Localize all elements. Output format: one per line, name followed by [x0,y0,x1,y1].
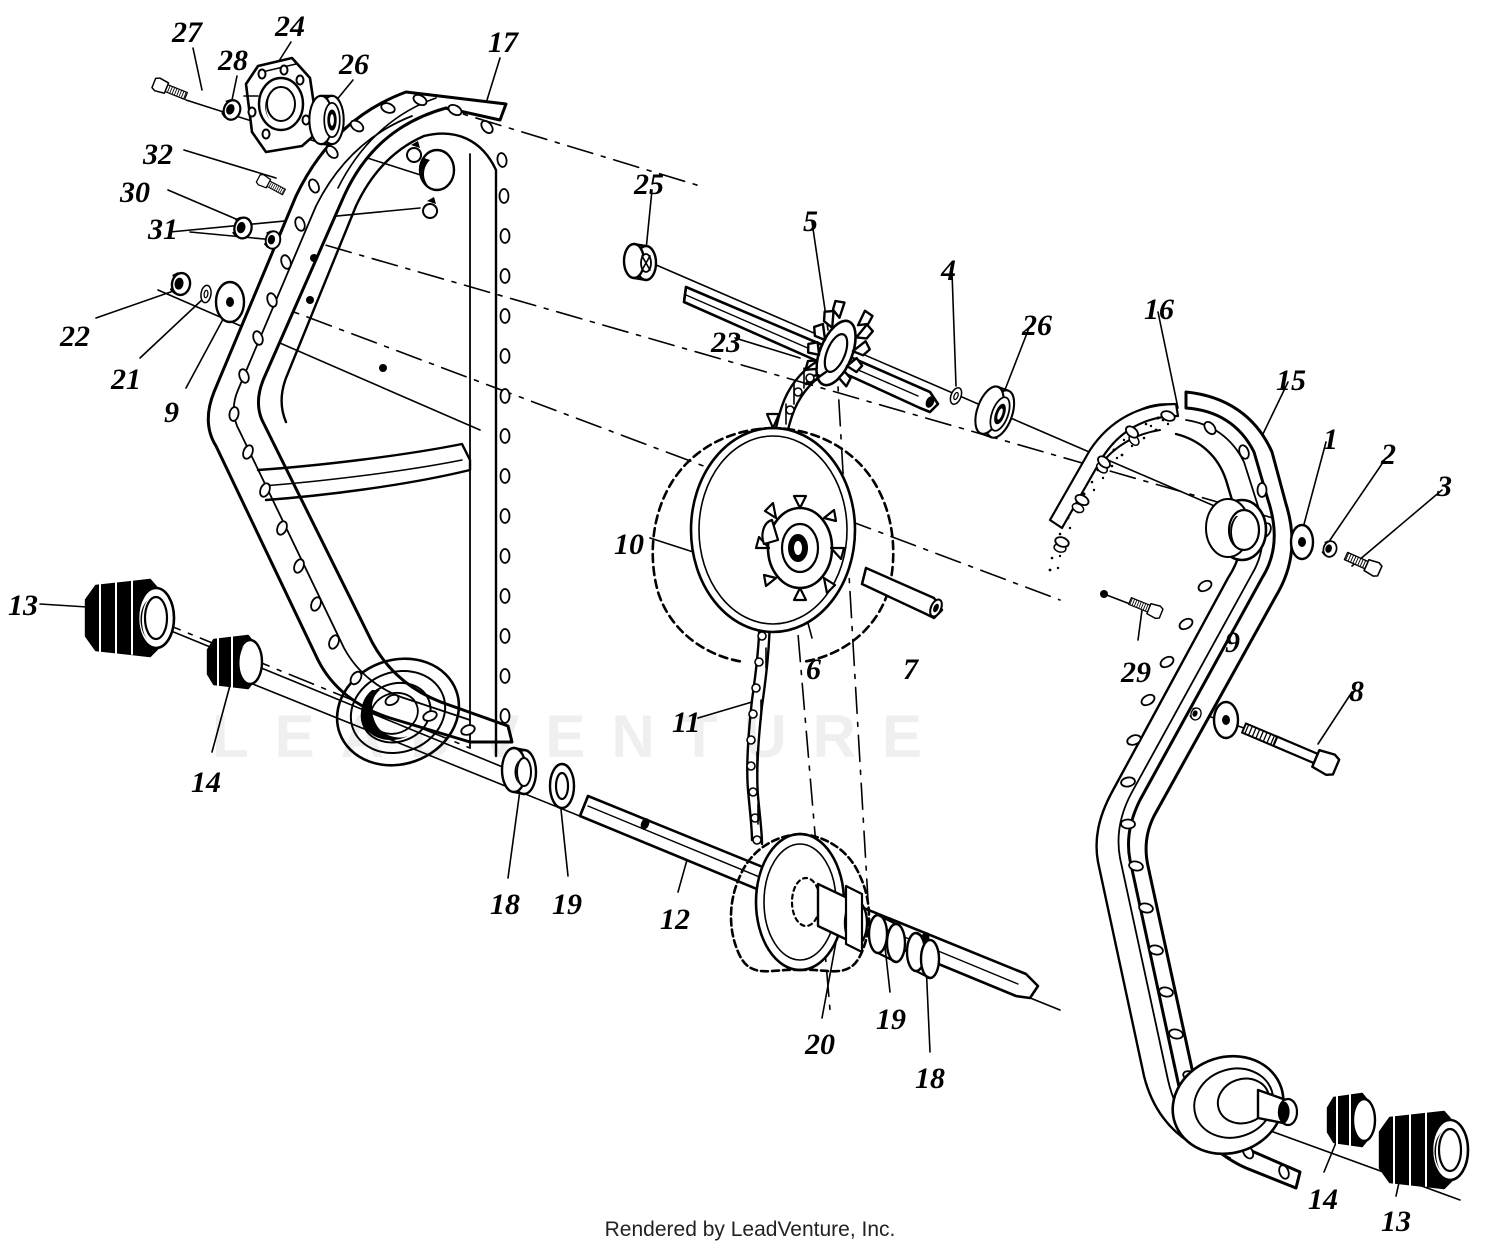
right-hub-upper [1205,498,1268,562]
callout-number-6: 6 [806,653,821,686]
callout-number-24: 24 [275,10,305,43]
callout-number-11: 11 [672,706,701,739]
washer-19-left [548,762,576,810]
washer-4 [947,385,965,407]
callout-number-32: 32 [143,138,173,171]
callout-number-20: 20 [805,1028,835,1061]
callout-number-27: 27 [172,16,202,49]
right-hardware-1-2-3 [1289,523,1384,579]
callout-number-21: 21 [111,363,141,396]
callout-number-28: 28 [218,44,248,77]
sprocket-23 [804,299,875,388]
callout-number-9: 9 [164,396,179,429]
flange-housing-24 [243,56,320,154]
footer-credit: Rendered by LeadVenture, Inc. [604,1218,896,1241]
left-bushing-14 [206,634,264,690]
lower-shaft-assembly [500,746,1040,1000]
callout-number-12: 12 [660,903,690,936]
callout-number-2: 2 [1381,438,1396,471]
callout-number-30: 30 [120,176,150,209]
callout-number-31: 31 [148,213,178,246]
right-hubcap-13 [1378,1110,1470,1190]
callout-number-19: 19 [552,888,582,921]
callout-number-29: 29 [1121,656,1151,689]
nut-28 [219,96,245,124]
top-left-hardware [150,56,345,154]
callout-number-13: 13 [1381,1205,1411,1238]
callout-number-26: 26 [1022,309,1052,342]
left-plate-face-holes [306,141,456,372]
callout-number-19: 19 [876,1003,906,1036]
left-hub-boss [335,657,461,767]
bolt-3 [1342,548,1384,579]
right-hub-lower [1171,1054,1299,1156]
callout-number-25: 25 [634,168,664,201]
small-sprocket-6 [754,494,846,602]
callout-number-13: 13 [8,589,38,622]
right-hardware-9-8 [1188,700,1341,777]
nut-22 [169,270,193,298]
callout-number-17: 17 [488,26,518,59]
washer-21 [199,283,213,305]
callout-number-10: 10 [614,528,644,561]
right-plate-rivet-holes [1054,410,1290,1180]
left-hubcap-13 [84,578,176,658]
spacer-25 [622,242,658,282]
spacer-tube-7 [860,566,944,620]
callout-number-26: 26 [339,48,369,81]
left-hardware-22-21-9 [169,270,246,324]
callout-number-5: 5 [803,205,818,238]
washer-19-right [867,913,889,955]
screw-29 [1100,590,1165,621]
left-side-frame-plate [206,90,514,767]
callout-number-14: 14 [191,766,221,799]
washer-9-right [1212,700,1240,740]
nut-30 [231,214,255,242]
callout-number-16: 16 [1144,293,1174,326]
long-bolt-8 [1241,722,1341,777]
left-plate-rivet-holes [228,93,511,736]
bearing-26-top [308,94,345,146]
bottom-sprocket-20 [729,832,871,973]
right-side-frame-plate [1048,390,1302,1190]
bolt-27 [150,75,190,104]
washer-9-left [214,280,246,324]
callout-number-23: 23 [711,326,741,359]
callout-number-8: 8 [1349,675,1364,708]
bushing-18-left [500,746,538,796]
callout-number-9: 9 [1225,626,1240,659]
callout-number-15: 15 [1276,364,1306,397]
callout-number-18: 18 [490,888,520,921]
callout-number-14: 14 [1308,1183,1338,1216]
shaft-collar-group [816,882,941,980]
lockwasher-2 [1320,538,1340,560]
callout-number-18: 18 [915,1062,945,1095]
washer-1 [1289,523,1315,561]
upper-shaft-assembly [622,242,1021,443]
callout-number-22: 22 [60,320,90,353]
callout-number-3: 3 [1437,470,1452,503]
callout-number-4: 4 [941,254,956,287]
right-bushing-14 [1326,1092,1377,1148]
callout-number-1: 1 [1323,423,1338,456]
callout-number-7: 7 [903,653,918,686]
